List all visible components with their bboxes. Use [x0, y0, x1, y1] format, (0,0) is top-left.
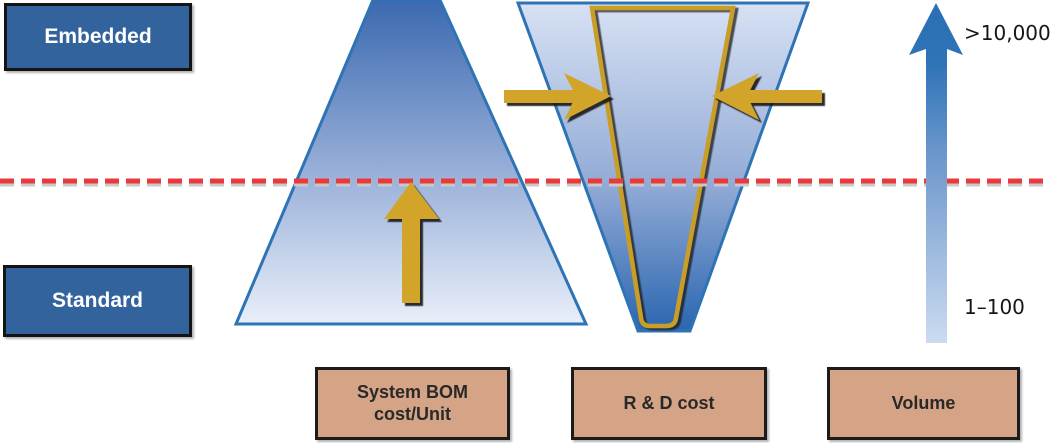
system-bom-line1: System BOM: [356, 381, 469, 402]
standard-label-box: Standard: [3, 265, 192, 337]
rd-cost-label: R & D cost: [623, 392, 715, 413]
bottom-box-volume: Volume: [827, 367, 1020, 440]
gold-funnel-shape: [589, 5, 736, 329]
embedded-label: Embedded: [44, 25, 152, 48]
right-arrow-icon: [504, 73, 611, 120]
left-arrow-icon: [712, 73, 822, 120]
bom-cost-pyramid: [233, 0, 589, 326]
volume-max-label: >10,000: [964, 21, 1050, 45]
bottom-box-rd-cost: R & D cost: [571, 367, 767, 440]
volume-up-arrow: [909, 3, 963, 343]
volume-label: Volume: [891, 392, 956, 413]
bottom-box-system-bom-cost: System BOM cost/Unit: [315, 367, 510, 440]
up-arrow-icon: [384, 182, 439, 303]
embedded-label-box: Embedded: [4, 3, 192, 71]
system-bom-line2: cost/Unit: [373, 403, 451, 424]
volume-min-label: 1–100: [964, 295, 1025, 319]
standard-label: Standard: [51, 289, 143, 312]
